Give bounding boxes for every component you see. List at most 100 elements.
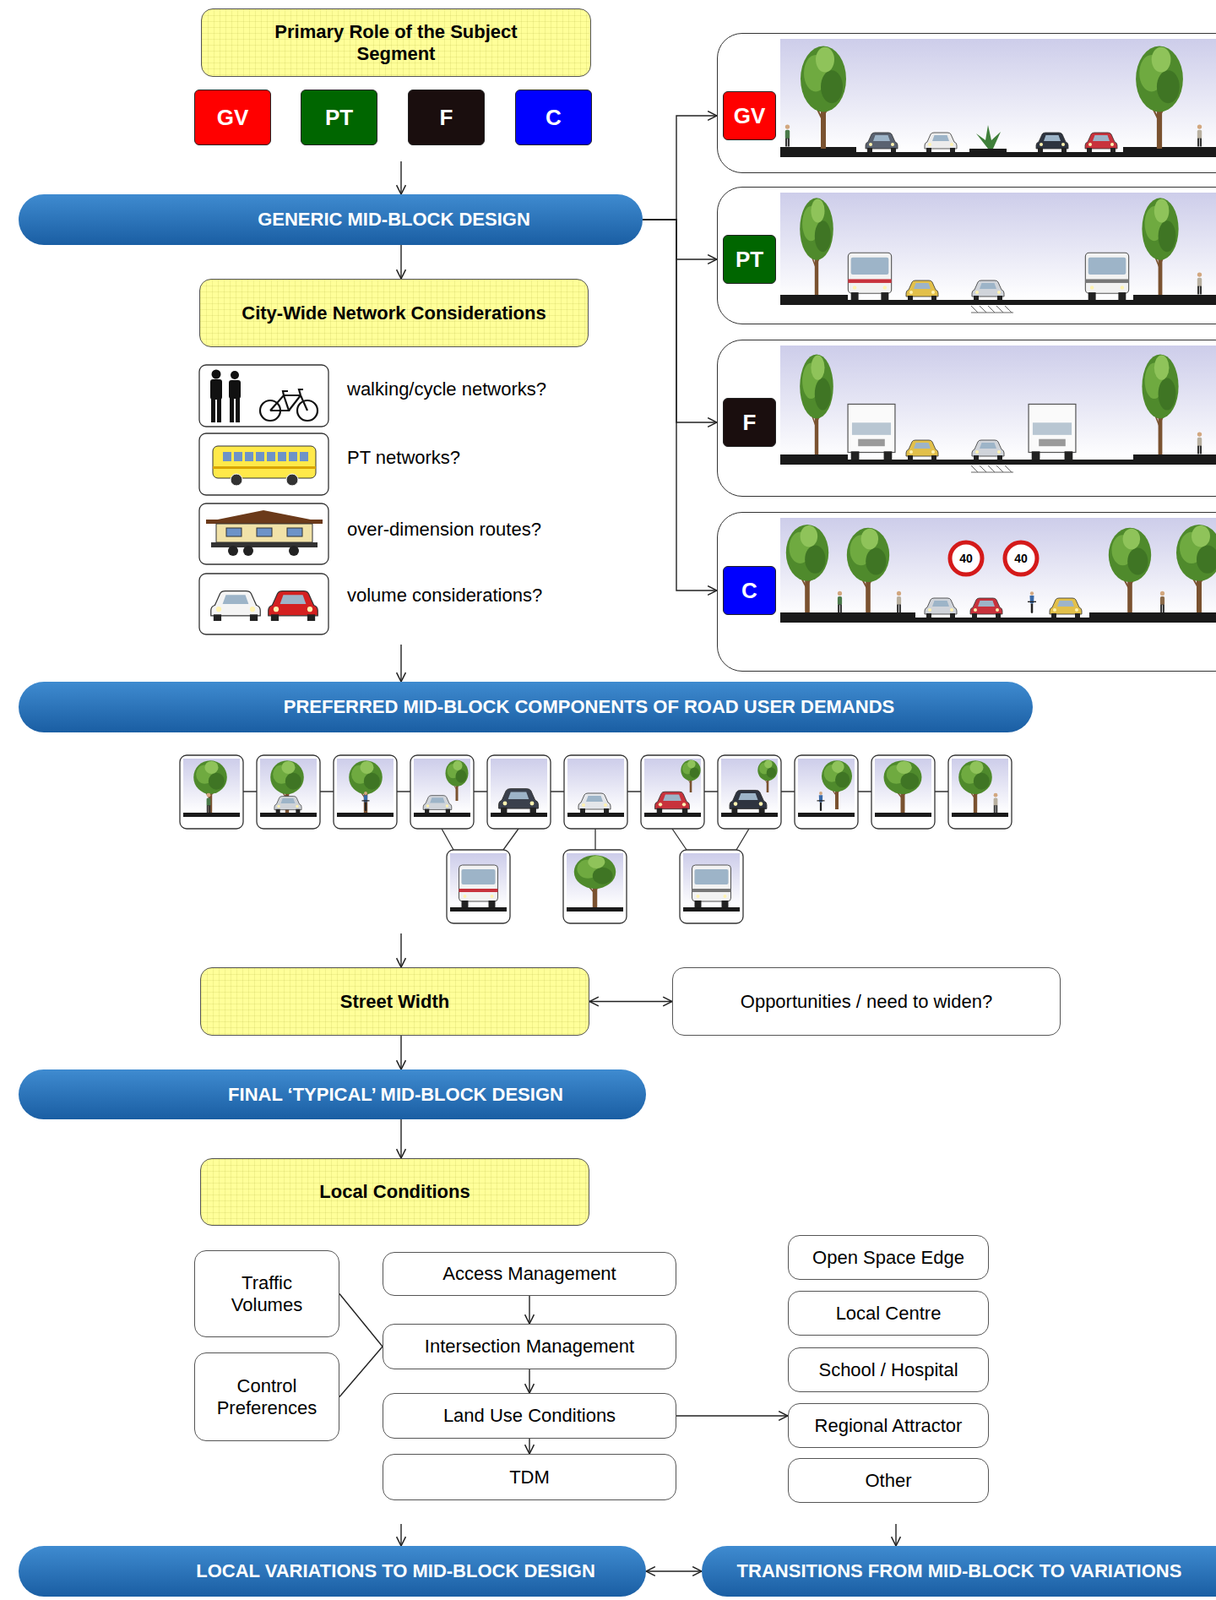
circle-part (230, 473, 243, 486)
box-text: F (439, 104, 454, 131)
box-text: FINAL ‘TYPICAL’ MID-BLOCK DESIGN (228, 1083, 564, 1106)
rect-part (683, 906, 740, 912)
use-part (817, 791, 826, 811)
community-street-section (717, 512, 1216, 673)
use-part (499, 788, 539, 813)
rect-part (487, 754, 551, 829)
connector-arrow (400, 644, 402, 682)
box-text: walking/cycle networks? (347, 378, 547, 401)
use-part (1049, 597, 1082, 618)
rect-part (336, 758, 394, 813)
use-part (1141, 197, 1178, 295)
connector-arrow (400, 933, 402, 967)
use-part (884, 760, 923, 813)
use-part (800, 46, 847, 149)
connector-arrow (642, 219, 717, 591)
circle-part (288, 545, 299, 556)
rect-part (229, 396, 234, 423)
condition-box: TDM (382, 1453, 677, 1500)
box-text: Other (864, 1469, 912, 1492)
box-text: C (545, 104, 562, 131)
box-text: Regional Attractor (814, 1414, 963, 1437)
rect-part (683, 852, 740, 907)
connector-arrow (528, 1438, 530, 1454)
use-part (692, 864, 732, 907)
cross-section-panel: C4040 (716, 511, 1216, 672)
use-part (206, 792, 212, 813)
rect-part (1133, 454, 1216, 460)
rect-part (951, 812, 1009, 817)
use-part (1197, 431, 1202, 454)
rect-part (228, 380, 241, 399)
rect-part (199, 573, 329, 635)
connector-arrow (400, 1035, 402, 1070)
rect-part (780, 617, 1216, 623)
box-text: GV (733, 103, 766, 130)
use-part (1197, 271, 1202, 294)
role-badge: F (407, 89, 485, 146)
connector-arrow (339, 1346, 383, 1397)
circle-part (230, 370, 239, 380)
use-part (348, 760, 383, 813)
use-part (1085, 252, 1129, 300)
use-part (846, 527, 890, 613)
condition-box: Traffic Volumes (194, 1249, 340, 1337)
rect-part (1133, 294, 1216, 300)
rect-part (199, 503, 329, 565)
question-text: over-dimension routes? (347, 516, 601, 543)
use-part (924, 597, 957, 618)
use-part (971, 280, 1005, 300)
network-panel: City-Wide Network Considerationswalking/… (175, 278, 610, 645)
rect-part (780, 192, 1216, 300)
role-panel: Primary Role of the Subject SegmentGV PT F… (175, 8, 610, 162)
use-part (729, 789, 767, 813)
use-part (270, 760, 304, 813)
connector-arrow (642, 115, 717, 220)
box-text: TRANSITIONS FROM MID-BLOCK TO VARIATIONS (737, 1559, 1183, 1582)
rect-part (446, 849, 511, 923)
planting-component (871, 754, 935, 829)
role-badge: GV (722, 91, 777, 141)
box-text: PT (735, 246, 764, 273)
traffic-lane-component (487, 754, 551, 829)
rect-part (780, 459, 1216, 465)
speed-limit-number: 40 (959, 551, 973, 565)
use-part (578, 792, 611, 813)
rect-part (780, 345, 1216, 460)
rect-part (721, 812, 778, 817)
rect-part (490, 812, 548, 817)
rect-part (216, 523, 313, 543)
cross-section-panel: F (716, 339, 1216, 497)
rect-part (564, 754, 628, 829)
condition-box: Land Use Conditions (382, 1392, 677, 1439)
note-box: Opportunities / need to widen? (672, 966, 1061, 1036)
rect-part (871, 754, 935, 829)
box-text: over-dimension routes? (347, 518, 542, 541)
path-part (222, 451, 309, 462)
rect-part (413, 812, 471, 817)
conditions-panel: Local ConditionsTraffic VolumesControl P… (175, 1157, 1143, 1524)
box-text: GV (217, 104, 250, 131)
connector-arrow (528, 1295, 530, 1324)
circle-part (950, 542, 983, 575)
bus-icon (199, 433, 329, 495)
rect-part (948, 754, 1012, 829)
connector-arrow (400, 161, 402, 195)
box-text: LOCAL VARIATIONS TO MID-BLOCK DESIGN (195, 1559, 596, 1582)
rect-part (951, 758, 1009, 813)
box-text: Control Preferences (213, 1374, 321, 1419)
rect-part (1123, 146, 1216, 152)
stage-band: PREFERRED MID-BLOCK COMPONENTS OF ROAD U… (18, 681, 1033, 733)
use-part (799, 353, 834, 455)
rect-part (287, 527, 303, 537)
connector-arrow (646, 1569, 702, 1571)
rect-part (644, 758, 701, 813)
use-part (896, 591, 902, 613)
role-badge: GV (194, 89, 272, 146)
box-text: Primary Role of the Subject Segment (248, 21, 544, 66)
rect-part (260, 812, 317, 817)
traffic-lane-component (717, 754, 782, 829)
role-badge: PT (300, 89, 378, 146)
parking-component (256, 754, 321, 829)
process-box: Street Width (200, 966, 590, 1036)
